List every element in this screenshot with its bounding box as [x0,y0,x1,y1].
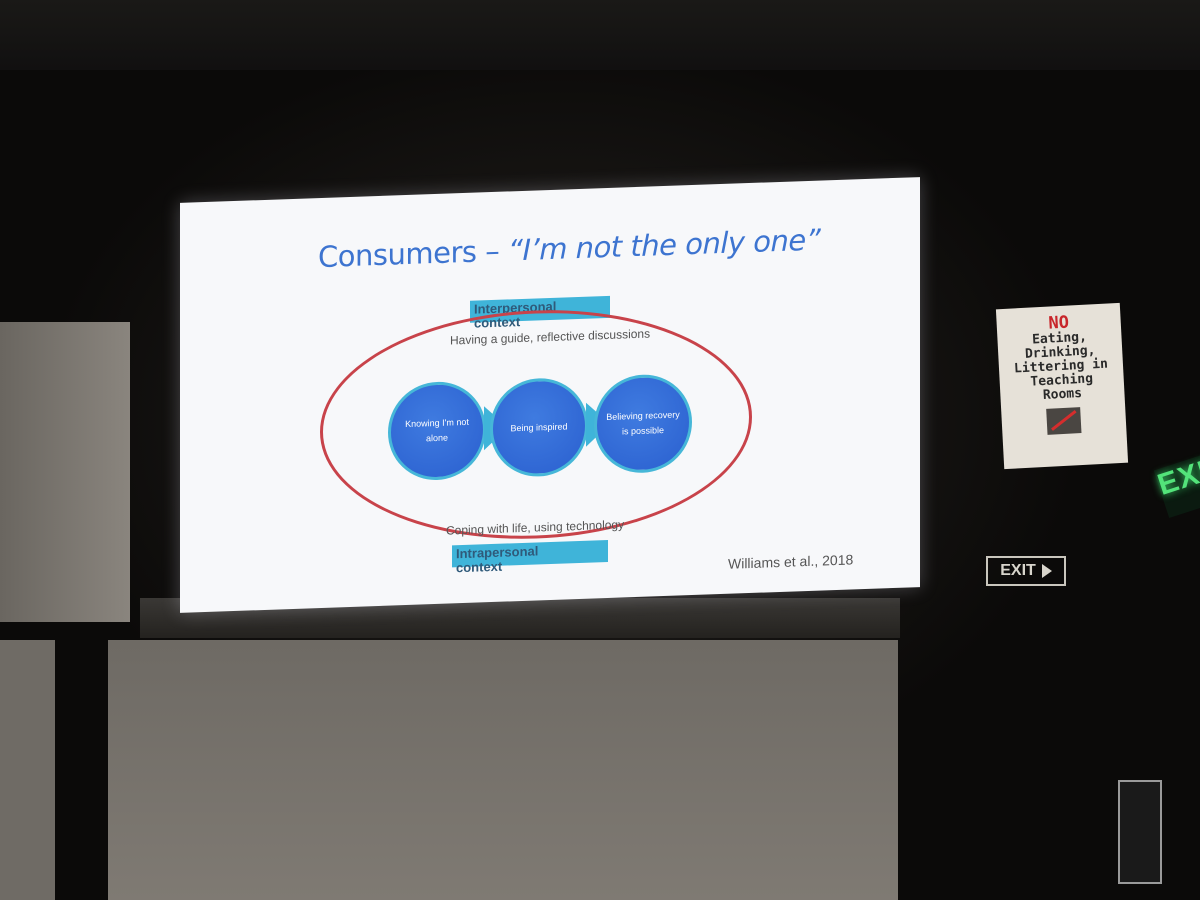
exit-sign-small: EXIT [986,556,1066,586]
no-food-icon [1046,407,1082,435]
left-whiteboard-lower [0,640,55,900]
slide-title-main: Consumers – [318,233,508,275]
ceiling [0,0,1200,70]
slide-title: Consumers – “I’m not the only one” [318,222,838,275]
citation: Williams et al., 2018 [728,551,854,572]
step-label-2: Being inspired [510,420,568,433]
left-whiteboard [0,322,130,622]
projected-slide: Consumers – “I’m not the only one” Inter… [180,177,920,613]
step-label-3: Believing recovery is possible [606,409,680,437]
sign-text: Eating, Drinking, Littering in Teaching … [1013,329,1109,404]
no-eating-sign: NO Eating, Drinking, Littering in Teachi… [995,302,1129,470]
step-label-1: Knowing I'm not alone [405,416,469,444]
lower-wall [108,640,898,900]
exit-sign-small-text: EXIT [1000,562,1036,579]
slide-title-quote: “I’m not the only one” [507,222,821,268]
arrow-right-icon [1041,564,1052,578]
wall-panel [1118,780,1162,884]
intrapersonal-label: Intrapersonal context [456,543,539,576]
